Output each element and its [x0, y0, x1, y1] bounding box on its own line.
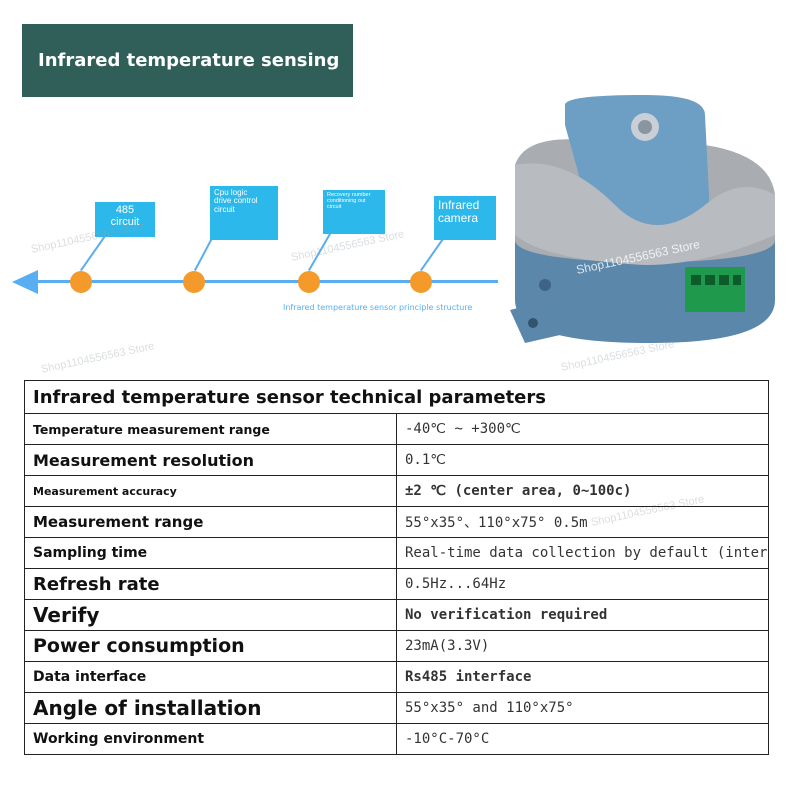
param-value: 55°x35° and 110°x75° [396, 692, 769, 724]
table-row: Angle of installation 55°x35° and 110°x7… [24, 692, 769, 724]
table-row: Measurement range 55°x35°、110°x75° 0.5m [24, 506, 769, 538]
signal-axis [28, 280, 498, 283]
node-cpu [183, 271, 205, 293]
param-key: Refresh rate [24, 568, 397, 600]
arrow-left-icon [12, 270, 38, 294]
label-recovery: Recovery number conditioning out circuit [323, 190, 385, 234]
technical-parameters-table: Infrared temperature sensor technical pa… [24, 380, 769, 755]
table-title: Infrared temperature sensor technical pa… [24, 380, 769, 414]
table-row: Verify No verification required [24, 599, 769, 631]
param-value: -10°C-70°C [396, 723, 769, 755]
param-value: No verification required [396, 599, 769, 631]
sensor-device-image: Shop1104556563 Store [505, 95, 795, 350]
param-key: Data interface [24, 661, 397, 693]
param-value: ±2 ℃ (center area, 0~100c) [396, 475, 769, 507]
param-key: Power consumption [24, 630, 397, 662]
param-value: 55°x35°、110°x75° 0.5m [396, 506, 769, 538]
param-key: Verify [24, 599, 397, 631]
param-key: Measurement range [24, 506, 397, 538]
param-value: 23mA(3.3V) [396, 630, 769, 662]
param-value: 0.5Hz...64Hz [396, 568, 769, 600]
node-recovery [298, 271, 320, 293]
param-key: Sampling time [24, 537, 397, 569]
param-key: Angle of installation [24, 692, 397, 724]
param-key: Measurement resolution [24, 444, 397, 476]
param-key: Measurement accuracy [24, 475, 397, 507]
table-row: Temperature measurement range -40℃ ~ +30… [24, 413, 769, 445]
param-value: -40℃ ~ +300℃ [396, 413, 769, 445]
param-key: Working environment [24, 723, 397, 755]
table-row: Refresh rate 0.5Hz...64Hz [24, 568, 769, 600]
label-camera: Infrared camera [434, 196, 496, 240]
node-camera [410, 271, 432, 293]
param-value: Real-time data collection by default (in… [396, 537, 769, 569]
watermark-text: Shop1104556563 Store [40, 340, 156, 376]
table-row: Measurement resolution 0.1℃ [24, 444, 769, 476]
param-key: Temperature measurement range [24, 413, 397, 445]
principle-diagram: 485 circuit Cpu logic drive control circ… [0, 170, 520, 340]
table-row: Sampling time Real-time data collection … [24, 537, 769, 569]
label-rs485: 485 circuit [95, 202, 155, 237]
param-value: Rs485 interface [396, 661, 769, 693]
table-row: Data interface Rs485 interface [24, 661, 769, 693]
param-value: 0.1℃ [396, 444, 769, 476]
title-banner: Infrared temperature sensing [22, 24, 353, 97]
table-row: Working environment -10°C-70°C [24, 723, 769, 755]
node-rs485 [70, 271, 92, 293]
banner-title: Infrared temperature sensing [38, 50, 340, 71]
table-row: Measurement accuracy ±2 ℃ (center area, … [24, 475, 769, 507]
label-cpu: Cpu logic drive control circuit [210, 186, 278, 240]
table-row: Power consumption 23mA(3.3V) [24, 630, 769, 662]
diagram-caption: Infrared temperature sensor principle st… [283, 303, 473, 312]
